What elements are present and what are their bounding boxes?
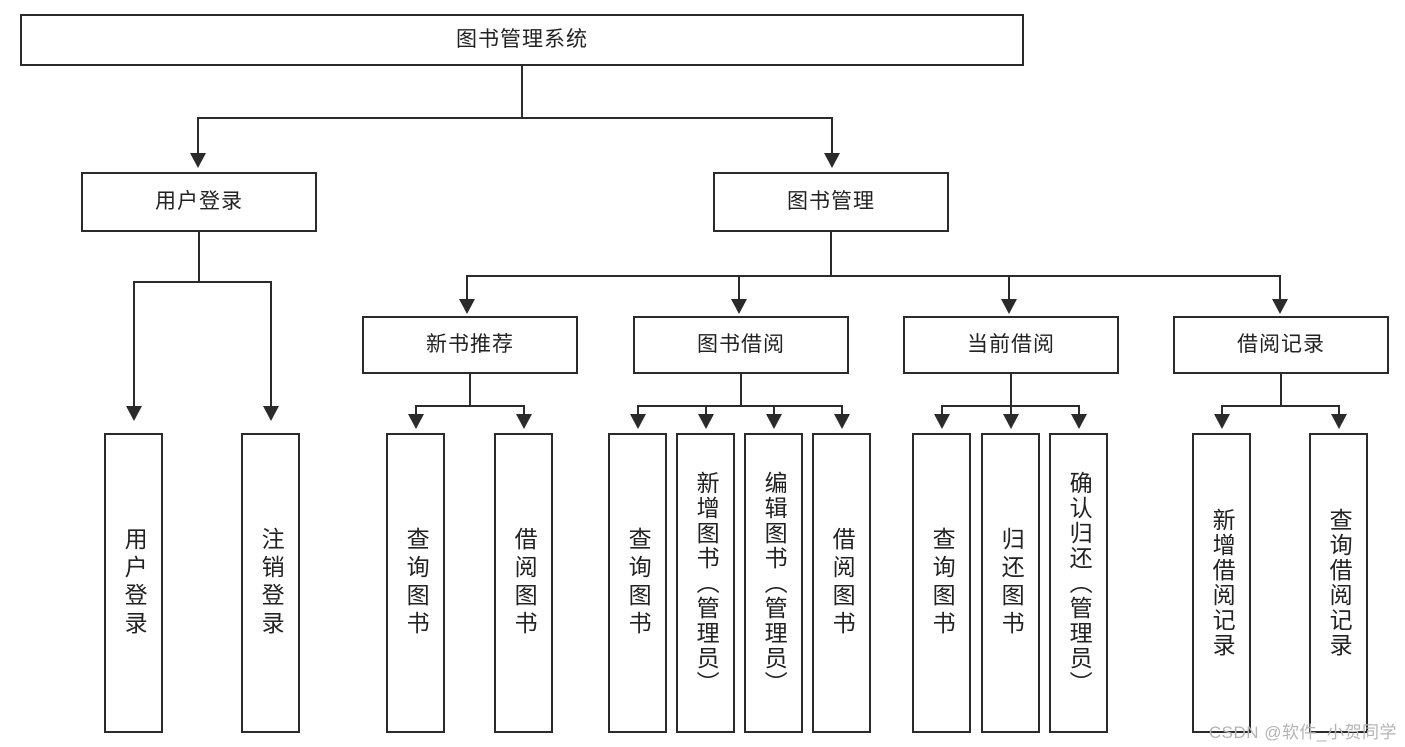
arrow-icon-books-c3 <box>1001 299 1017 314</box>
connector-books-c1 <box>466 275 468 301</box>
leaf-编辑图书-管理员[interactable]: 编辑图书（管理员） <box>744 433 803 733</box>
leaf-查询图书-新书推荐[interactable]: 查询图书 <box>386 433 445 733</box>
node-图书借阅[interactable]: 图书借阅 <box>633 316 849 374</box>
connector-record-l1 <box>1221 405 1223 417</box>
connector-root-to-books <box>831 117 833 155</box>
connector-record-l2 <box>1338 405 1340 417</box>
arrow-icon-current-l2 <box>1003 414 1019 429</box>
arrow-icon-borrow-l2 <box>698 414 714 429</box>
connector-current-l2 <box>1010 405 1012 417</box>
connector-books-bus <box>466 275 1281 277</box>
arrow-icon-user-leaf2 <box>263 406 279 421</box>
node-借阅记录[interactable]: 借阅记录 <box>1173 316 1389 374</box>
arrow-icon-record-l2 <box>1331 414 1347 429</box>
arrow-icon-newbook-l1 <box>408 414 424 429</box>
connector-record-bus <box>1221 405 1340 407</box>
node-图书管理[interactable]: 图书管理 <box>713 172 949 232</box>
connector-borrow-l4 <box>841 405 843 417</box>
connector-borrow-l2 <box>705 405 707 417</box>
leaf-借阅图书-新书推荐[interactable]: 借阅图书 <box>494 433 553 733</box>
arrow-icon-record-l1 <box>1214 414 1230 429</box>
connector-record-stem <box>1280 374 1282 406</box>
connector-newbook-l2 <box>523 405 525 417</box>
connector-user-stem <box>198 232 200 282</box>
leaf-查询图书-当前借阅[interactable]: 查询图书 <box>912 433 971 733</box>
arrow-icon-borrow-l1 <box>630 414 646 429</box>
connector-current-stem <box>1010 374 1012 406</box>
connector-books-stem <box>830 232 832 276</box>
arrow-icon-books-c1 <box>459 299 475 314</box>
connector-books-c3 <box>1008 275 1010 301</box>
leaf-用户登录[interactable]: 用户登录 <box>104 433 163 733</box>
leaf-归还图书[interactable]: 归还图书 <box>981 433 1040 733</box>
leaf-确认归还-管理员[interactable]: 确认归还（管理员） <box>1049 433 1108 733</box>
leaf-查询图书-图书借阅[interactable]: 查询图书 <box>608 433 667 733</box>
connector-newbook-l1 <box>415 405 417 417</box>
leaf-新增借阅记录[interactable]: 新增借阅记录 <box>1192 433 1251 733</box>
connector-user-bus <box>133 281 271 283</box>
connector-newbook-bus <box>415 405 525 407</box>
node-用户登录[interactable]: 用户登录 <box>81 172 317 232</box>
connector-borrow-stem <box>740 374 742 406</box>
connector-root-to-user <box>197 117 199 155</box>
connector-current-l3 <box>1078 405 1080 417</box>
arrow-icon-current-l1 <box>934 414 950 429</box>
connector-user-leaf2 <box>270 281 272 408</box>
node-root-图书管理系统[interactable]: 图书管理系统 <box>20 14 1024 66</box>
node-当前借阅[interactable]: 当前借阅 <box>903 316 1119 374</box>
arrow-icon-newbook-l2 <box>516 414 532 429</box>
arrow-icon-borrow-l3 <box>766 414 782 429</box>
arrow-icon-current-l3 <box>1071 414 1087 429</box>
leaf-新增图书-管理员[interactable]: 新增图书（管理员） <box>676 433 735 733</box>
connector-current-l1 <box>941 405 943 417</box>
arrow-icon-root-to-user <box>190 153 206 168</box>
node-新书推荐[interactable]: 新书推荐 <box>362 316 578 374</box>
arrow-icon-books-c2 <box>731 299 747 314</box>
leaf-注销登录[interactable]: 注销登录 <box>241 433 300 733</box>
connector-borrow-bus <box>637 405 843 407</box>
arrow-icon-root-to-books <box>824 153 840 168</box>
leaf-查询借阅记录[interactable]: 查询借阅记录 <box>1309 433 1368 733</box>
connector-root-stem <box>521 66 523 118</box>
connector-borrow-l1 <box>637 405 639 417</box>
arrow-icon-borrow-l4 <box>834 414 850 429</box>
connector-root-bus <box>197 117 833 119</box>
arrow-icon-books-c4 <box>1272 299 1288 314</box>
arrow-icon-user-leaf1 <box>126 406 142 421</box>
connector-newbook-stem <box>469 374 471 406</box>
leaf-借阅图书-图书借阅[interactable]: 借阅图书 <box>812 433 871 733</box>
connector-borrow-l3 <box>773 405 775 417</box>
connector-books-c2 <box>738 275 740 301</box>
connector-user-leaf1 <box>133 281 135 408</box>
connector-books-c4 <box>1279 275 1281 301</box>
